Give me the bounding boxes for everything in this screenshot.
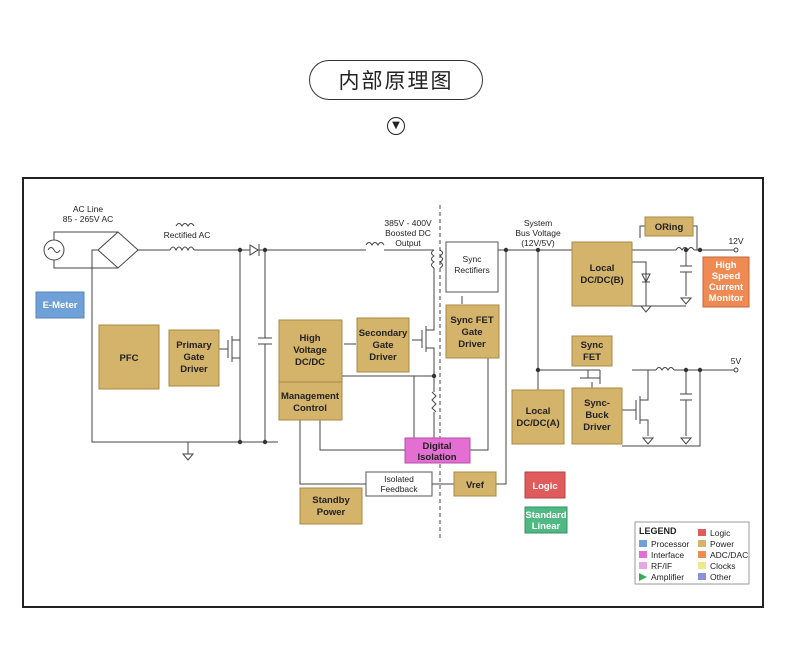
sync-fet-gate-driver-line-1: Sync FET <box>450 315 493 326</box>
legend-title: LEGEND <box>639 526 677 536</box>
legend-label-other: Other <box>710 572 731 582</box>
sync-buck-driver-line-3: Driver <box>583 422 611 433</box>
boosted-dc-label-2: Boosted DC <box>385 228 431 238</box>
management-control-line-2: Control <box>293 403 327 414</box>
legend: LEGEND Processor Logic Interface Power R… <box>634 521 750 585</box>
local-dcdc-a-line-2: DC/DC(A) <box>516 418 559 429</box>
legend-label-logic: Logic <box>710 528 731 538</box>
digital-isolation-block: Digital Isolation <box>404 437 471 464</box>
high-speed-current-monitor-block: High Speed Current Monitor <box>702 256 750 308</box>
standby-power-line-1: Standby <box>312 495 350 506</box>
pfc-text: PFC <box>120 353 139 364</box>
legend-label-clocks: Clocks <box>710 561 736 571</box>
legend-swatch-other <box>698 573 706 580</box>
standard-linear-block: Standard Linear <box>524 506 568 534</box>
legend-swatch-adc-dac <box>698 551 706 558</box>
digital-isolation-line-2: Isolation <box>417 452 456 463</box>
digital-isolation-line-1: Digital <box>422 441 451 452</box>
legend-swatch-processor <box>639 540 647 547</box>
boosted-dc-label-1: 385V - 400V <box>384 218 432 228</box>
primary-gate-driver-line-1: Primary <box>176 340 212 351</box>
secondary-gate-driver-line-1: Secondary <box>359 328 408 339</box>
vref-text: Vref <box>466 480 485 491</box>
legend-label-interface: Interface <box>651 550 684 560</box>
e-meter-text: E-Meter <box>43 300 78 311</box>
e-meter-block: E-Meter <box>35 291 85 319</box>
standard-linear-line-2: Linear <box>532 521 561 532</box>
hscm-line-4: Monitor <box>709 293 744 304</box>
sync-buck-driver-line-1: Sync- <box>584 398 610 409</box>
standby-power-block: Standby Power <box>299 487 363 525</box>
primary-gate-driver-line-2: Gate <box>183 352 204 363</box>
output-5v-label: 5V <box>731 356 742 366</box>
standby-power-line-2: Power <box>317 507 346 518</box>
logic-block: Logic <box>524 471 566 499</box>
hv-dcdc-line-2: Voltage <box>293 345 327 356</box>
isolated-feedback-line-1: Isolated <box>384 474 414 484</box>
pfc-block: PFC <box>98 324 160 390</box>
local-dcdc-a-block: Local DC/DC(A) <box>511 389 565 445</box>
sync-fet-gate-driver-line-2: Gate <box>461 327 482 338</box>
vref-block: Vref <box>453 471 497 497</box>
scroll-down-icon[interactable]: ▼ <box>387 117 405 135</box>
local-dcdc-a-line-1: Local <box>526 406 551 417</box>
legend-label-rf-if: RF/IF <box>651 561 672 571</box>
legend-label-adc-dac: ADC/DAC <box>710 550 748 560</box>
local-dcdc-b-line-1: Local <box>590 263 615 274</box>
hscm-line-3: Current <box>709 282 744 293</box>
legend-swatch-rf-if <box>639 562 647 569</box>
sync-fet-line-1: Sync <box>581 340 604 351</box>
boosted-dc-label-3: Output <box>395 238 421 248</box>
sync-buck-driver-block: Sync- Buck Driver <box>571 387 623 445</box>
oring-block: ORing <box>644 216 694 237</box>
secondary-gate-driver-line-2: Gate <box>372 340 393 351</box>
legend-swatch-logic <box>698 529 706 536</box>
isolated-feedback-line-2: Feedback <box>380 484 418 494</box>
legend-swatch-interface <box>639 551 647 558</box>
oring-text: ORing <box>655 222 684 233</box>
legend-amplifier-icon <box>639 573 647 581</box>
sync-rectifiers-line-1: Sync <box>463 254 483 264</box>
secondary-gate-driver-block: Secondary Gate Driver <box>356 317 410 373</box>
legend-swatch-clocks <box>698 562 706 569</box>
legend-label-processor: Processor <box>651 539 689 549</box>
page-title: 内部原理图 <box>309 60 483 100</box>
local-dcdc-b-block: Local DC/DC(B) <box>571 241 633 307</box>
output-12v-label: 12V <box>728 236 743 246</box>
sync-fet-gate-driver-block: Sync FET Gate Driver <box>445 304 500 359</box>
primary-gate-driver-line-3: Driver <box>180 364 208 375</box>
legend-label-amplifier: Amplifier <box>651 572 684 582</box>
logic-text: Logic <box>532 481 557 492</box>
hscm-line-1: High <box>715 260 736 271</box>
rectified-ac-label: Rectified AC <box>164 230 211 240</box>
local-dcdc-b-line-2: DC/DC(B) <box>580 275 623 286</box>
sync-fet-gate-driver-line-3: Driver <box>458 339 486 350</box>
legend-swatch-power <box>698 540 706 547</box>
ac-line-label: AC Line <box>73 204 104 214</box>
sync-rectifiers-block: Sync Rectifiers <box>445 241 499 293</box>
management-control-block: Management Control <box>278 381 343 421</box>
management-control-line-1: Management <box>281 391 340 402</box>
isolated-feedback-block: Isolated Feedback <box>365 471 433 497</box>
hv-dcdc-line-3: DC/DC <box>295 357 325 368</box>
secondary-gate-driver-line-3: Driver <box>369 352 397 363</box>
sync-fet-line-2: FET <box>583 352 601 363</box>
high-voltage-dcdc-block: High Voltage DC/DC <box>278 319 343 383</box>
sync-buck-driver-line-2: Buck <box>585 410 609 421</box>
sync-rectifiers-line-2: Rectifiers <box>454 265 489 275</box>
hv-dcdc-line-1: High <box>299 333 320 344</box>
system-bus-label-2: Bus Voltage <box>515 228 561 238</box>
ac-line-range-label: 85 - 265V AC <box>63 214 114 224</box>
system-bus-label-1: System <box>524 218 552 228</box>
primary-gate-driver-block: Primary Gate Driver <box>168 329 220 387</box>
sync-fet-block: Sync FET <box>571 335 613 367</box>
hscm-line-2: Speed <box>712 271 741 282</box>
legend-label-power: Power <box>710 539 734 549</box>
system-bus-label-3: (12V/5V) <box>521 238 555 248</box>
standard-linear-line-1: Standard <box>525 510 566 521</box>
